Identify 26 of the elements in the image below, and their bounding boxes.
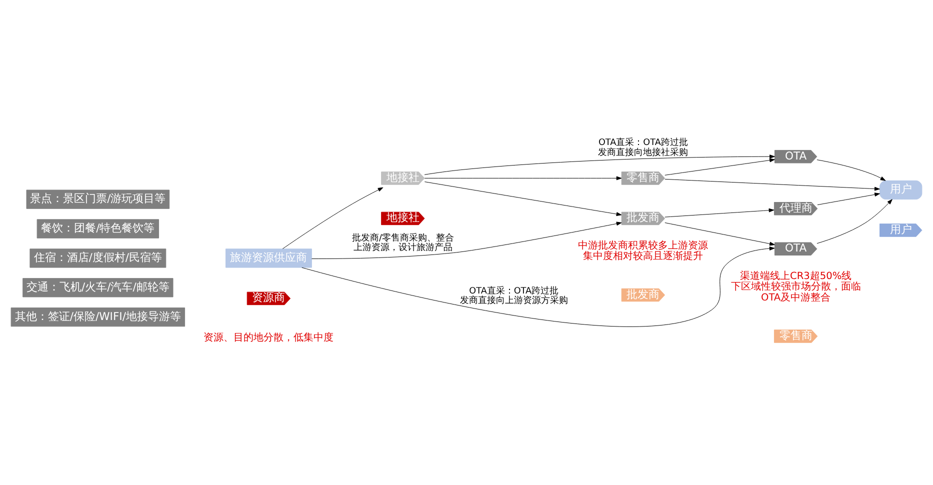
arrow xyxy=(424,154,775,175)
arrow xyxy=(664,222,775,246)
arrow xyxy=(817,192,880,206)
arrow xyxy=(664,158,775,176)
edge-label: 批发商/零售商采购、整合上游资源，设计旅游产品 xyxy=(352,233,454,254)
arrow xyxy=(311,222,622,259)
label: 资源、目的地分散，低集中度 xyxy=(204,332,334,344)
edge-label: OTA直采：OTA跨过批发商直接向上游资源方采购 xyxy=(460,286,568,306)
label: 渠道端线上CR3超50%线下区域性较强市场分散，面临OTA及中游整合 xyxy=(730,270,861,304)
node-box: 住宿：酒店/度假村/民宿等 xyxy=(30,248,166,268)
node-box: 其他：签证/保险/WIFI/地接导游等 xyxy=(10,308,186,327)
node-box: 交通：飞机/火车/汽车/邮轮等 xyxy=(22,278,174,298)
arrow xyxy=(424,176,622,180)
arrow xyxy=(424,182,622,216)
arrow xyxy=(664,208,774,218)
arrow xyxy=(302,246,775,327)
arrow xyxy=(282,187,384,250)
node-box: 旅游资源供应商 xyxy=(226,248,312,268)
arrow xyxy=(816,160,886,181)
node-box: 用户 xyxy=(880,180,922,200)
arrow xyxy=(816,199,892,244)
node-box: 景点：景区门票/游玩项目等 xyxy=(26,190,170,209)
arrow xyxy=(664,178,880,191)
edge-label: OTA直采：OTA跨过批发商直接向地接社采购 xyxy=(598,138,688,158)
node-box: 餐饮：团餐/特色餐饮等 xyxy=(36,219,160,238)
label: 中游批发商积累较多上游资源集中度相对较高且逐渐提升 xyxy=(578,240,708,262)
